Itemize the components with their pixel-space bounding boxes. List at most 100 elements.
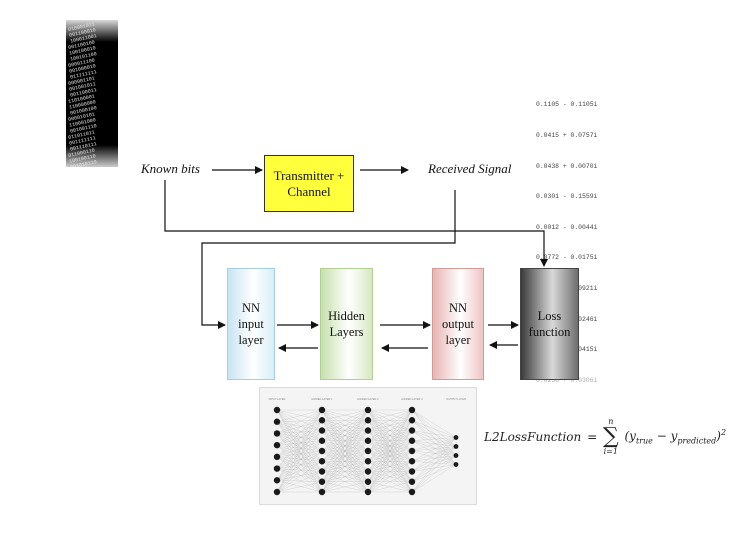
neuron-node	[408, 437, 416, 444]
svg-text:100100110: 100100110	[69, 153, 97, 164]
neuron-node	[273, 406, 281, 414]
hidden-line-2: Layers	[329, 325, 364, 339]
neuron-node	[318, 437, 326, 444]
neuron-node	[318, 478, 326, 485]
svg-text:011000110: 011000110	[68, 147, 96, 158]
layer-header: OUTPUT LAYER	[446, 397, 466, 401]
signal-sample: 0.0238 + 0.0306i	[536, 376, 598, 384]
nn-input-line-3: layer	[238, 333, 264, 347]
neuron-node	[408, 447, 416, 455]
neuron-node	[273, 430, 281, 437]
sum-lower: i=1	[603, 447, 618, 456]
neuron-node	[318, 488, 326, 496]
svg-text:010001011: 010001011	[68, 21, 96, 32]
svg-text:100011001: 100011001	[70, 33, 98, 44]
layer-header: HIDDEN LAYER 1	[311, 397, 333, 401]
neuron-node	[408, 417, 416, 424]
nn-output-layer-box: NN output layer	[432, 268, 484, 380]
formula-equals: =	[587, 430, 598, 444]
neuron-node	[273, 418, 281, 425]
neuron-node	[453, 444, 459, 449]
svg-text:110001000: 110001000	[69, 117, 97, 128]
formula-body: (ytrue − ypredicted)2	[624, 428, 727, 446]
layer-header: HIDDEN LAYER 2	[357, 397, 379, 401]
nn-input-line-2: input	[238, 317, 264, 331]
signal-sample: 0.0438 + 0.0070i	[536, 162, 598, 170]
neuron-node	[364, 447, 372, 455]
svg-text:001001011: 001001011	[69, 81, 97, 92]
nn-output-line-1: NN	[448, 301, 468, 315]
sigma-icon: ∑	[602, 424, 619, 449]
neuron-node	[364, 458, 372, 465]
signal-sample: 0.0772 - 0.0175i	[536, 254, 598, 262]
neuron-node	[408, 468, 416, 475]
hidden-line-1: Hidden	[328, 309, 365, 323]
svg-text:100101100: 100101100	[70, 51, 98, 62]
neuron-node	[318, 406, 326, 414]
neuron-node	[273, 441, 281, 449]
svg-text:011011011: 011011011	[68, 129, 96, 140]
svg-text:001000100: 001000100	[70, 105, 98, 116]
neuron-node	[273, 477, 281, 484]
signal-sample: 0.0415 + 0.0757i	[536, 132, 598, 140]
svg-text:000010101: 000010101	[68, 111, 96, 122]
formula-open: (y	[624, 429, 636, 444]
svg-text:110000000: 110000000	[69, 99, 97, 110]
neuron-node	[364, 468, 372, 475]
neuron-node	[453, 462, 459, 467]
nn-output-line-2: output	[442, 317, 474, 331]
neuron-node	[364, 417, 372, 424]
neuron-node	[408, 488, 416, 496]
neuron-node	[364, 406, 372, 414]
neuron-node	[408, 406, 416, 414]
neuron-node	[273, 453, 281, 461]
svg-text:001100010: 001100010	[69, 27, 97, 38]
loss-function-box: Loss function	[520, 268, 579, 380]
nn-input-line-1: NN	[241, 301, 261, 315]
svg-text:001000010: 001000010	[69, 63, 97, 74]
arrow-bits-to-loss	[164, 180, 548, 267]
neuron-node	[318, 447, 326, 455]
svg-text:100100010: 100100010	[69, 45, 97, 56]
neuron-node	[318, 417, 326, 424]
sum-upper: n	[608, 417, 614, 426]
svg-text:110100001: 110100001	[68, 93, 96, 104]
nn-output-line-3: layer	[445, 333, 471, 347]
l2-loss-formula: L2LossFunction = n ∑ i=1 (ytrue − ypredi…	[484, 418, 726, 456]
subscript-true: true	[635, 436, 653, 446]
svg-text:001100011: 001100011	[70, 87, 98, 98]
known-bits-label: Known bits	[141, 161, 200, 176]
svg-text:000011100: 000011100	[68, 57, 96, 68]
hidden-layers-box: Hidden Layers	[320, 268, 373, 380]
neuron-node	[408, 478, 416, 485]
neuron-node	[453, 453, 459, 458]
neuron-node	[408, 458, 416, 465]
nn-input-layer-box: NN input layer	[227, 268, 275, 380]
transmitter-line-1: Transmitter +	[273, 167, 345, 183]
neuron-node	[318, 468, 326, 475]
svg-text:001001110: 001001110	[70, 123, 98, 134]
svg-text:000001101: 000001101	[68, 75, 96, 86]
transmitter-channel-box: Transmitter + Channel	[264, 155, 354, 212]
neuron-node	[273, 488, 281, 496]
received-signal-label: Received Signal	[428, 161, 512, 176]
subscript-predicted: predicted	[677, 436, 717, 446]
svg-text:011111111: 011111111	[70, 69, 98, 80]
neuron-node	[364, 478, 372, 485]
layer-header: HIDDEN LAYER 3	[401, 397, 423, 401]
neuron-node	[453, 435, 459, 440]
formula-minus: − y	[652, 429, 678, 444]
neuron-node	[273, 465, 281, 472]
binary-bits-image: 0100010110011000101000110010011001001001…	[66, 20, 118, 167]
arrow-received-to-input	[201, 190, 456, 329]
neuron-node	[408, 427, 416, 434]
summation: n ∑ i=1	[603, 418, 619, 456]
svg-text:001100100: 001100100	[68, 39, 96, 50]
neuron-node	[364, 427, 372, 434]
neuron-node	[364, 488, 372, 496]
svg-text:001010110: 001010110	[70, 159, 98, 167]
loss-line-2: function	[528, 325, 571, 339]
neuron-node	[318, 458, 326, 465]
signal-sample: 0.1105 - 0.1105i	[536, 101, 598, 109]
